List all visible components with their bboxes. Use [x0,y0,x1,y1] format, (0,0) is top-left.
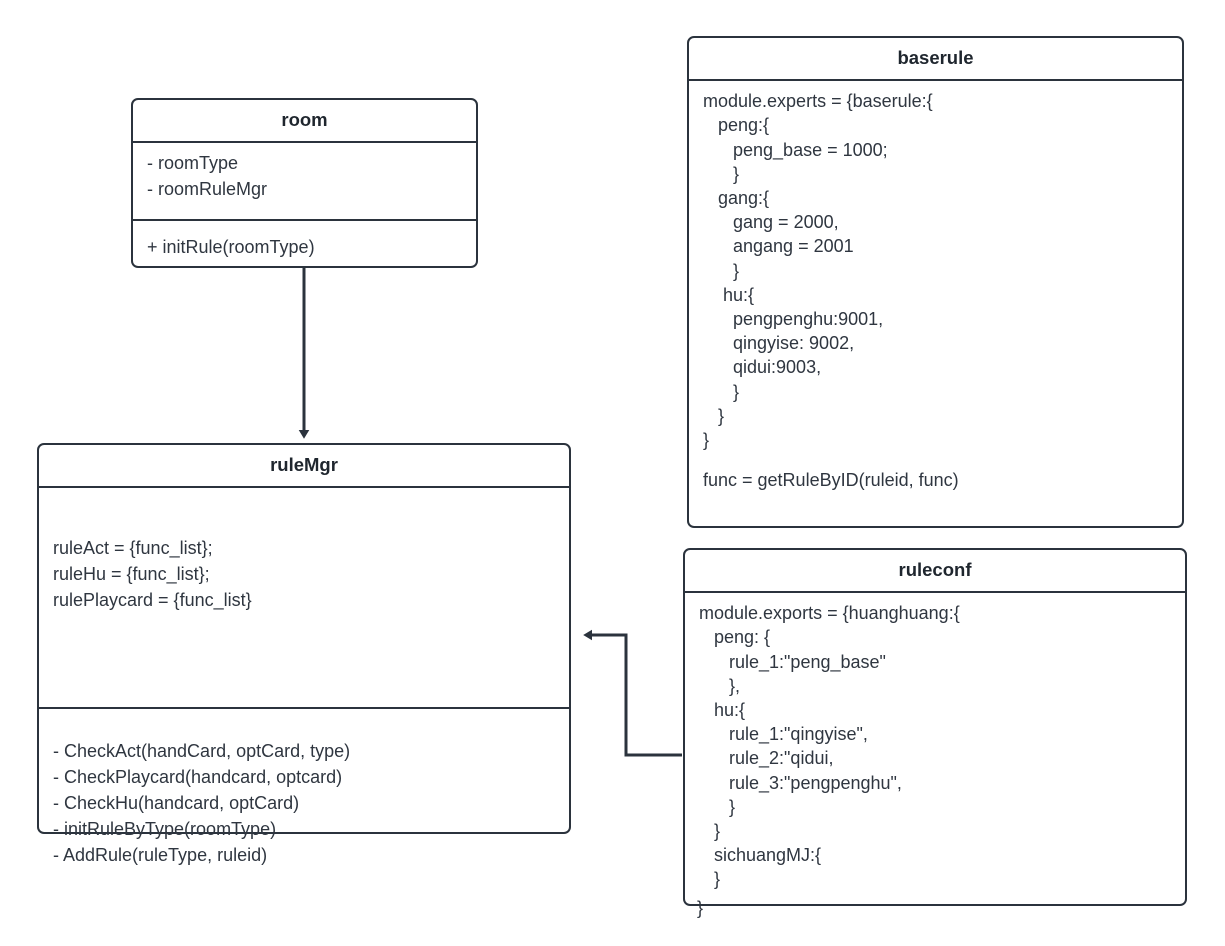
attribute-row: ruleAct = {func_list}; [53,538,213,559]
code-line: qingyise: 9002, [703,333,855,354]
code-line: sichuangMJ:{ [699,845,822,866]
code-line: peng:{ [703,115,770,136]
code-line: peng: { [699,627,771,648]
method-row: - CheckPlaycard(handcard, optcard) [53,767,343,788]
connector-ruleconf-to-rulemgr [583,629,682,757]
code-line: angang = 2001 [703,236,854,257]
class-title-rulemgr: ruleMgr [39,445,569,489]
code-line: module.experts = {baserule:{ [703,91,933,112]
code-line: rule_3:"pengpenghu", [699,772,902,793]
class-methods-rulemgr: - CheckAct(handCard, optCard, type) - Ch… [39,707,569,925]
code-line: rule_1:"peng_base" [699,651,886,672]
class-attributes-rulemgr: ruleAct = {func_list}; ruleHu = {func_li… [39,488,569,707]
class-box-ruleconf[interactable]: ruleconf module.exports = {huanghuang:{ … [683,548,1187,906]
code-line: } [703,163,740,184]
code-line: gang:{ [703,188,770,208]
code-line-blank [703,452,1168,468]
code-line: qidui:9003, [703,357,822,378]
code-line: } [703,260,740,281]
code-line: gang = 2000, [703,212,839,233]
attribute-row: ruleHu = {func_list}; [53,564,210,585]
code-line: } [703,430,710,451]
code-line: func = getRuleByID(ruleid, func) [703,470,959,491]
class-attributes-room: - roomType - roomRuleMgr [133,143,476,219]
class-body-ruleconf: module.exports = {huanghuang:{ peng: { r… [685,593,1185,901]
attribute-row: - roomType [147,153,239,174]
class-methods-room: + initRule(roomType) [133,219,476,295]
code-line: rule_1:"qingyise", [699,724,868,745]
class-title-ruleconf: ruleconf [685,550,1185,594]
code-line: peng_base = 1000; [703,139,888,160]
code-line: rule_2:"qidui, [699,748,834,769]
class-box-room[interactable]: room - roomType - roomRuleMgr + initRule… [131,98,478,268]
code-line: } [699,796,736,817]
attribute-row: - roomRuleMgr [147,179,268,200]
code-line: } [699,869,721,890]
class-body-baserule: module.experts = {baserule:{ peng:{ peng… [689,81,1182,502]
method-row: - AddRule(ruleType, ruleid) [53,844,268,865]
code-line: hu:{ [703,284,755,305]
class-box-rulemgr[interactable]: ruleMgr ruleAct = {func_list}; ruleHu = … [37,443,571,865]
method-row: - CheckAct(handCard, optCard, type) [53,741,351,762]
attribute-row: rulePlaycard = {func_list} [53,590,252,610]
code-line: hu:{ [699,700,746,720]
code-line: } [703,381,740,402]
method-row: - initRuleByType(roomType) [53,818,277,839]
code-line: } [699,821,721,842]
code-line: } [703,405,725,426]
class-box-baserule[interactable]: baserule module.experts = {baserule:{ pe… [687,36,1184,528]
method-row: - CheckHu(handcard, optCard) [53,793,300,813]
class-title-baserule: baserule [689,38,1182,82]
code-line: pengpenghu:9001, [703,309,884,330]
code-line: module.exports = {huanghuang:{ [699,603,960,624]
code-line: }, [699,675,741,696]
class-title-room: room [133,100,476,144]
method-row: + initRule(roomType) [147,237,315,258]
ruleconf-overflow-brace: } [697,898,704,918]
